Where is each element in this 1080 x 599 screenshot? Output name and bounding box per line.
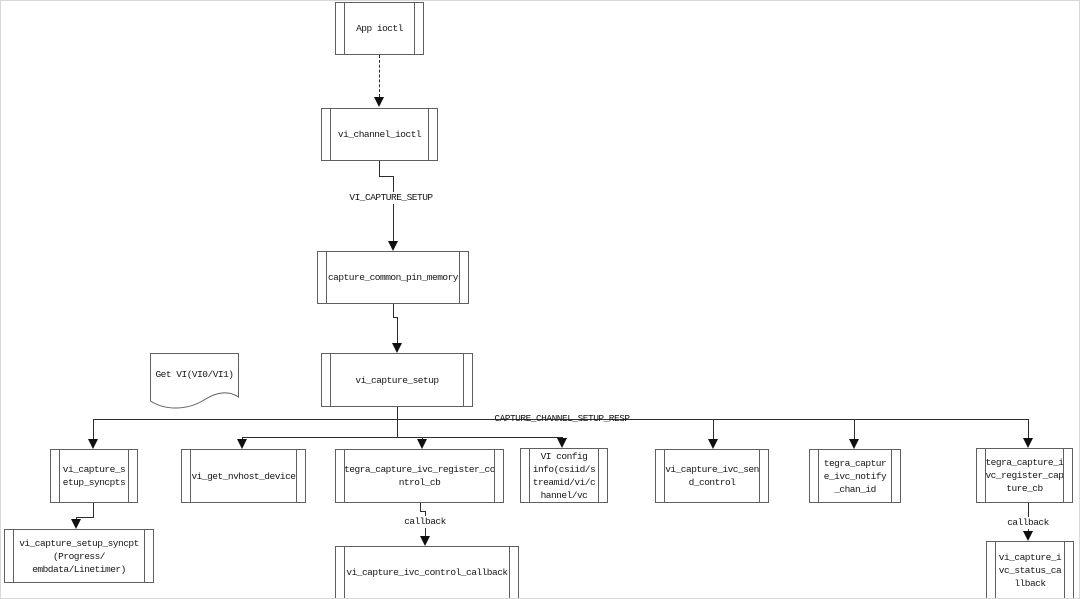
node-vi-capture-ivc-control-callback: vi_capture_ivc_control_callback [335, 546, 519, 598]
node-capture-common-pin-memory-label: capture_common_pin_memory [327, 272, 459, 283]
edge-drop-send-control [713, 419, 714, 440]
node-tegra-capture-ivc-register-capture-cb: tegra_capture_i vc_register_cap ture_cb [976, 448, 1073, 503]
arrowhead-capture-common-pin-memory [388, 241, 398, 251]
edge-common-exit [393, 304, 394, 317]
edge-syncpts-exit [93, 503, 94, 517]
arrowhead-vi-config [557, 438, 567, 448]
edge-register-control-exit [420, 503, 421, 511]
node-vi-capture-ivc-send-control: vi_capture_ivc_sen d_control [655, 449, 769, 503]
edge-drop-syncpts [93, 419, 94, 440]
arrowhead-nvhost [237, 439, 247, 449]
node-vi-get-nvhost-device: vi_get_nvhost_device [181, 449, 306, 503]
edge-setup-trunk [397, 407, 398, 437]
edge-app-to-channel-dashed [379, 55, 380, 97]
node-tegra-capture-ivc-notify-chan-id-label: tegra_captur e_ivc_notify _chan_id [823, 457, 887, 495]
arrowhead-syncpts [88, 439, 98, 449]
arrowhead-status-callback [1023, 531, 1033, 541]
node-tegra-capture-ivc-register-control-cb-label: tegra_capture_ivc_register_co ntrol_cb [344, 464, 495, 488]
edge-common-drop [397, 317, 398, 344]
edge-label-vi-capture-setup: VI_CAPTURE_SETUP [341, 192, 441, 204]
edge-register-control-jog [420, 511, 426, 512]
node-tegra-capture-ivc-notify-chan-id: tegra_captur e_ivc_notify _chan_id [809, 449, 901, 503]
edge-label-callback-control: callback [395, 516, 455, 528]
node-vi-capture-ivc-control-callback-label: vi_capture_ivc_control_callback [346, 567, 508, 578]
edge-drop-notify-chan-id [854, 419, 855, 440]
edge-common-jog [393, 317, 398, 318]
node-tegra-capture-ivc-register-control-cb: tegra_capture_ivc_register_co ntrol_cb [335, 449, 504, 503]
node-vi-capture-setup-syncpts: vi_capture_s etup_syncpts [50, 449, 138, 503]
arrowhead-register-control [417, 439, 427, 449]
node-tegra-capture-ivc-register-capture-cb-label: tegra_capture_i vc_register_cap ture_cb [985, 457, 1064, 494]
arrowhead-control-callback [420, 536, 430, 546]
note-get-vi-label: Get VI(VI0/VI1) [155, 369, 234, 380]
node-vi-channel-ioctl-label: vi_channel_ioctl [337, 129, 422, 140]
node-app-ioctl-label: App ioctl [356, 23, 403, 34]
node-vi-capture-ivc-status-callback-label: vi_capture_i vc_status_ca llback [998, 551, 1062, 589]
edge-channel-drop [393, 176, 394, 241]
node-vi-capture-setup-syncpt-detail-label: vi_capture_setup_syncpt (Progress/ embda… [19, 537, 139, 575]
edge-drop-register-capture [1028, 419, 1029, 439]
node-vi-get-nvhost-device-label: vi_get_nvhost_device [191, 470, 296, 482]
arrowhead-vi-channel-ioctl [374, 97, 384, 107]
node-vi-channel-ioctl: vi_channel_ioctl [321, 108, 438, 161]
node-capture-common-pin-memory: capture_common_pin_memory [317, 251, 469, 304]
arrowhead-register-capture [1023, 438, 1033, 448]
note-get-vi: Get VI(VI0/VI1) [150, 353, 239, 409]
edge-syncpts-drop [76, 517, 77, 520]
edge-label-callback-status: callback [998, 517, 1058, 529]
node-vi-config-info-label: VI config info(csiid/s treamid/vi/c hann… [532, 450, 596, 501]
arrowhead-setup-syncpt-detail [71, 519, 81, 529]
document-shape-icon [150, 353, 239, 409]
node-vi-capture-setup: vi_capture_setup [321, 353, 473, 407]
node-vi-capture-setup-syncpt-detail: vi_capture_setup_syncpt (Progress/ embda… [4, 529, 154, 583]
node-vi-config-info: VI config info(csiid/s treamid/vi/c hann… [520, 448, 608, 503]
edge-bus-upper [93, 419, 1028, 420]
node-vi-capture-setup-syncpts-label: vi_capture_s etup_syncpts [62, 464, 126, 488]
edge-syncpts-jog [76, 517, 94, 518]
edge-channel-jog [379, 176, 394, 177]
edge-channel-exit [379, 161, 380, 176]
node-vi-capture-ivc-status-callback: vi_capture_i vc_status_ca llback [986, 541, 1074, 598]
arrowhead-vi-capture-setup [392, 343, 402, 353]
arrowhead-send-control [708, 439, 718, 449]
node-vi-capture-ivc-send-control-label: vi_capture_ivc_sen d_control [665, 464, 759, 488]
edge-bus-lower [242, 437, 562, 438]
node-app-ioctl: App ioctl [335, 2, 424, 55]
node-vi-capture-setup-label: vi_capture_setup [355, 374, 439, 386]
edge-label-capture-channel-setup-resp: CAPTURE_CHANNEL_SETUP_RESP [494, 413, 630, 424]
arrowhead-notify-chan-id [849, 439, 859, 449]
